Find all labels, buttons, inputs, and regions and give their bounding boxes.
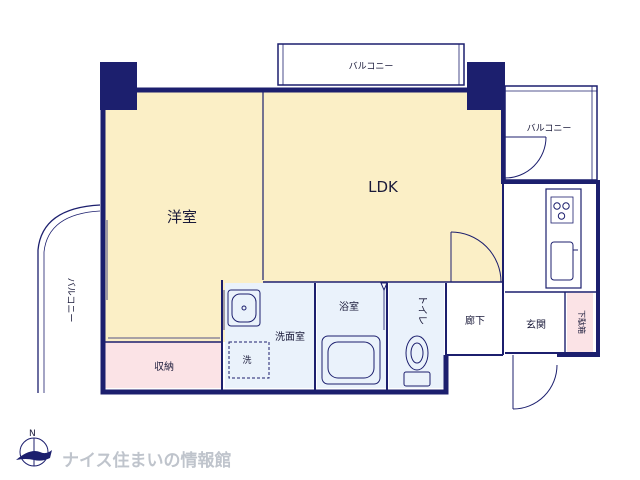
label-bathroom: 浴室 — [339, 300, 359, 313]
label-hallway: 廊下 — [465, 314, 485, 327]
kitchen-counter — [545, 188, 582, 289]
washroom-area — [225, 283, 314, 388]
washer-space — [228, 341, 270, 379]
label-storage: 収納 — [154, 360, 174, 373]
ldk-room — [263, 90, 503, 282]
balcony-top — [277, 43, 465, 86]
label-ldk: LDK — [368, 178, 399, 196]
column-top-right — [467, 62, 505, 110]
label-toilet: トイレ — [416, 295, 427, 325]
label-balcony-right: バルコニー — [527, 123, 572, 134]
north-arrow-icon — [16, 437, 52, 467]
bathtub — [321, 282, 388, 385]
balcony-left — [37, 204, 101, 393]
door-entrance — [512, 355, 558, 410]
label-entrance: 玄関 — [526, 318, 546, 331]
label-western-room: 洋室 — [167, 208, 197, 226]
label-shoe-cabinet: 下駄箱 — [577, 310, 587, 334]
label-washroom: 洗面室 — [275, 330, 305, 343]
washbasin — [227, 289, 261, 327]
watermark-text: ナイス住まいの情報館 — [62, 450, 232, 471]
toilet-fixture — [403, 335, 431, 387]
label-balcony-left: バルコニー — [65, 278, 76, 323]
balcony-right — [504, 85, 598, 181]
compass-north-label: N — [29, 429, 36, 439]
door-balcony-right — [504, 136, 547, 179]
shoe-cabinet-area — [567, 293, 593, 352]
exterior-walls — [100, 87, 600, 395]
door-ldk-hall — [450, 231, 502, 283]
label-washer: 洗 — [242, 354, 251, 366]
storage-area — [105, 342, 222, 388]
column-top-left — [100, 62, 137, 110]
label-balcony-top: バルコニー — [349, 61, 394, 72]
toilet-area — [389, 283, 444, 388]
